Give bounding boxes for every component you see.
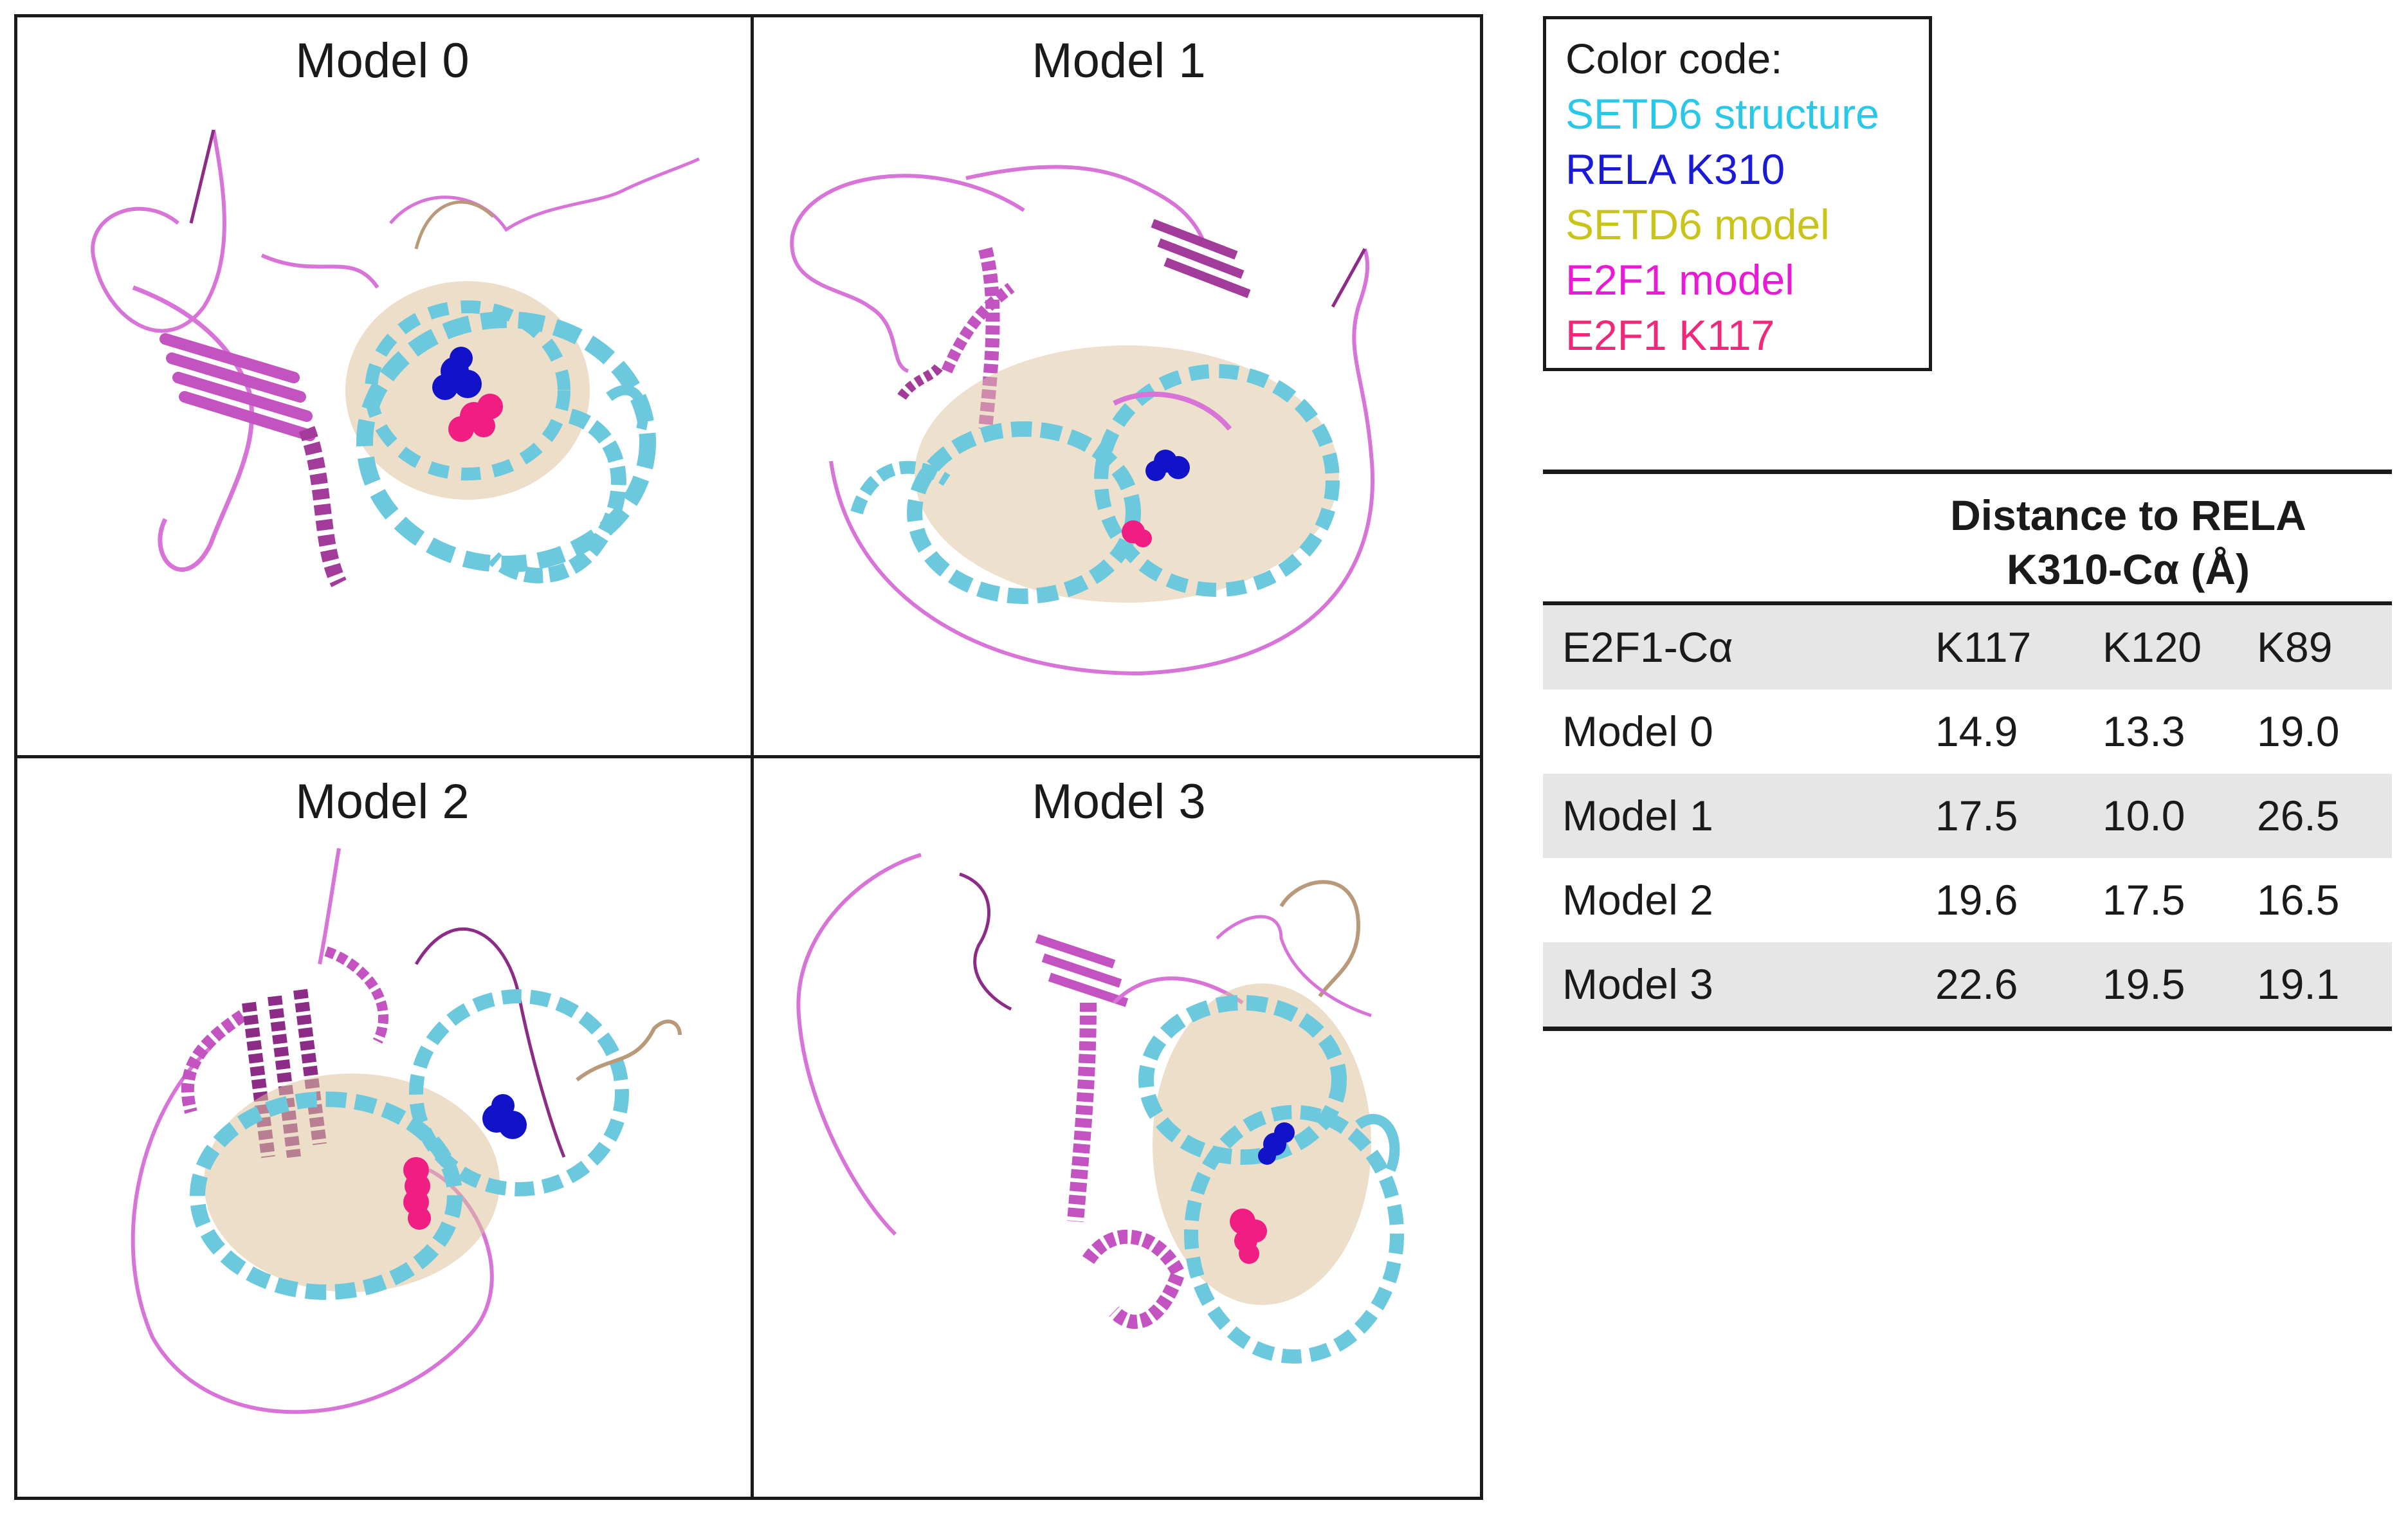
- table-row: Model 3 22.6 19.5 19.1: [1543, 942, 2392, 1027]
- table-top-rule: [1543, 470, 2392, 474]
- table-cell: 10.0: [2102, 792, 2185, 839]
- table-cell: Model 0: [1562, 708, 1713, 755]
- table-header-text: Distance to RELA K310-Cα (Å): [1871, 488, 2385, 596]
- legend-item-e2f1-model: E2F1 model: [1565, 256, 1794, 304]
- legend-item-e2f1-k117: E2F1 K117: [1565, 311, 1775, 359]
- table-cell: E2F1-Cα: [1562, 623, 1733, 671]
- header-line-2: K310-Cα (Å): [2007, 545, 2250, 593]
- table-cell: K120: [2102, 623, 2202, 671]
- panel-model-2: Model 2: [17, 758, 747, 1493]
- table-cell: 19.5: [2102, 960, 2185, 1008]
- panel-model-3: Model 3: [754, 758, 1484, 1493]
- grid-divider-horizontal: [17, 755, 1480, 758]
- legend-item-rela-k310: RELA K310: [1565, 145, 1785, 193]
- table-cell: 17.5: [2102, 876, 2185, 924]
- table-cell: Model 3: [1562, 960, 1713, 1008]
- table-cell: 19.0: [2257, 708, 2340, 755]
- table-row: Model 1 17.5 10.0 26.5: [1543, 774, 2392, 858]
- table-row: Model 2 19.6 17.5 16.5: [1543, 858, 2392, 942]
- panel-title: Model 1: [1032, 33, 1206, 88]
- table-cell: 13.3: [2102, 708, 2185, 755]
- panel-title: Model 3: [1032, 774, 1206, 829]
- table-cell: K89: [2257, 623, 2333, 671]
- color-code-legend: Color code: SETD6 structure RELA K310 SE…: [1543, 16, 1932, 371]
- table-bottom-rule: [1543, 1027, 2392, 1031]
- model-1-structure-image: [790, 165, 1374, 676]
- table-cell: Model 2: [1562, 876, 1713, 924]
- table-cell: 14.9: [1935, 708, 2018, 755]
- table-cell: 22.6: [1935, 960, 2018, 1008]
- table-cell: 17.5: [1935, 792, 2018, 839]
- legend-item-setd6-model: SETD6 model: [1565, 201, 1830, 248]
- panel-title: Model 2: [295, 774, 470, 829]
- panel-title: Model 0: [295, 33, 470, 88]
- table-cell: K117: [1935, 623, 2032, 671]
- table-cell: 16.5: [2257, 876, 2340, 924]
- header-line-1: Distance to RELA: [1950, 491, 2306, 539]
- table-header-rule: [1543, 601, 2392, 605]
- table-label-row: E2F1-Cα K117 K120 K89: [1543, 605, 2392, 690]
- table-cell: Model 1: [1562, 792, 1713, 839]
- table-cell: 19.1: [2257, 960, 2340, 1008]
- legend-item-setd6-structure: SETD6 structure: [1565, 90, 1879, 138]
- model-3-structure-image: [796, 853, 1404, 1364]
- model-0-structure-image: [91, 129, 700, 587]
- legend-heading: Color code:: [1565, 35, 1783, 82]
- distance-table: Distance to RELA K310-Cα (Å) E2F1-Cα K11…: [1543, 470, 2392, 1031]
- model-grid: Model 0 Model 1: [14, 14, 1483, 1500]
- table-cell: 26.5: [2257, 792, 2340, 839]
- table-cell: 19.6: [1935, 876, 2018, 924]
- panel-model-1: Model 1: [754, 17, 1484, 752]
- table-header: Distance to RELA K310-Cα (Å): [1543, 474, 2392, 601]
- panel-model-0: Model 0: [17, 17, 747, 752]
- table-row: Model 0 14.9 13.3 19.0: [1543, 690, 2392, 774]
- model-2-structure-image: [131, 848, 682, 1414]
